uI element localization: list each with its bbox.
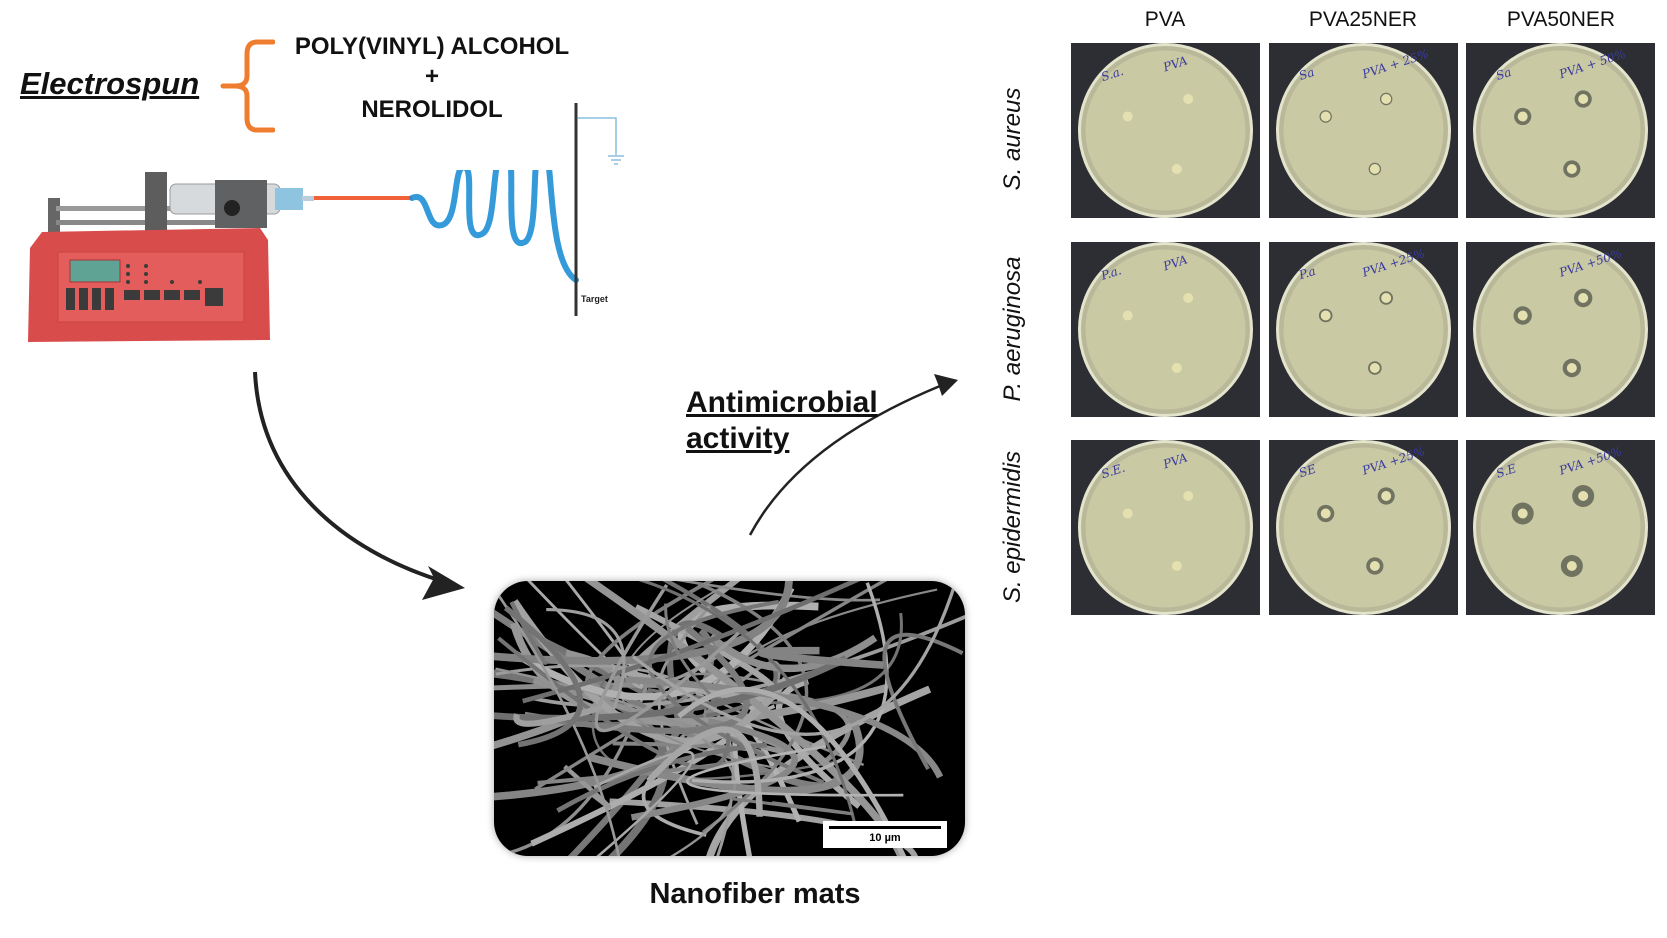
test-disk bbox=[1566, 363, 1577, 373]
antimicrobial-line2: activity bbox=[686, 422, 790, 455]
test-disk bbox=[1171, 561, 1182, 571]
test-disk bbox=[1381, 293, 1392, 303]
collector-target bbox=[574, 103, 624, 316]
fiber bbox=[630, 718, 798, 821]
fiber bbox=[524, 625, 750, 735]
test-disk bbox=[1517, 508, 1528, 519]
test-disk bbox=[1122, 111, 1133, 122]
test-disk bbox=[1566, 164, 1577, 174]
down-arrow-head bbox=[422, 566, 465, 600]
row-label-p-aeruginosa: P. aeruginosa bbox=[999, 256, 1026, 402]
test-disk bbox=[1122, 508, 1133, 519]
test-disk bbox=[1183, 491, 1194, 501]
test-disk bbox=[1183, 293, 1194, 303]
fiber bbox=[494, 688, 722, 801]
test-disk bbox=[1183, 94, 1194, 104]
fiber bbox=[664, 603, 715, 699]
fiber bbox=[686, 745, 904, 797]
test-disk bbox=[1171, 164, 1182, 174]
petri-dish-plate: S.a.PVA bbox=[1071, 43, 1260, 218]
test-disk bbox=[1320, 111, 1331, 122]
curly-brace-icon bbox=[220, 39, 275, 133]
test-disk bbox=[1171, 363, 1182, 373]
test-disk bbox=[1122, 310, 1133, 321]
test-disk bbox=[1369, 164, 1380, 174]
up-arrow-head bbox=[934, 374, 958, 396]
plus-sign: + bbox=[424, 63, 439, 90]
sem-nanofiber-image: 10 µm bbox=[494, 581, 965, 856]
column-header-pva: PVA bbox=[1144, 8, 1186, 31]
fiber bbox=[593, 750, 695, 856]
up-arrow bbox=[748, 384, 941, 536]
row-label-s-aureus: S. aureus bbox=[999, 87, 1026, 191]
test-disk bbox=[1369, 561, 1380, 571]
fiber bbox=[625, 676, 944, 779]
scale-bar-label: 10 µm bbox=[869, 832, 901, 844]
fiber-jet-spiral bbox=[409, 170, 579, 283]
scale-bar: 10 µm bbox=[823, 821, 947, 848]
fiber bbox=[594, 583, 741, 733]
arrows bbox=[253, 371, 958, 600]
fiber bbox=[638, 581, 859, 835]
nanofiber-mats-label: Nanofiber mats bbox=[649, 878, 861, 910]
petri-dish-plate: PVA +50% bbox=[1466, 242, 1655, 417]
test-disk bbox=[1320, 508, 1331, 519]
fiber bbox=[677, 686, 907, 856]
fiber bbox=[647, 612, 903, 705]
polymer-label: POLY(VINYL) ALCOHOL bbox=[294, 33, 570, 60]
antimicrobial-line1: Antimicrobial bbox=[686, 386, 878, 419]
test-disk bbox=[1578, 491, 1589, 501]
test-disk bbox=[1578, 94, 1589, 104]
petri-dish-plate: S.E.PVA bbox=[1071, 440, 1260, 615]
column-header-pva50ner: PVA50NER bbox=[1506, 8, 1616, 31]
fiber bbox=[646, 726, 763, 817]
row-label-s-epidermidis: S. epidermidis bbox=[999, 450, 1026, 604]
fiber bbox=[527, 581, 644, 689]
test-disk bbox=[1381, 94, 1392, 104]
fiber bbox=[546, 608, 626, 713]
column-header-pva25ner: PVA25NER bbox=[1308, 8, 1418, 31]
test-disk bbox=[1517, 310, 1528, 321]
fiber bbox=[731, 797, 854, 816]
syringe-pump-illustration bbox=[28, 170, 579, 342]
fiber bbox=[522, 581, 861, 704]
antimicrobial-activity-label: Antimicrobial activity bbox=[686, 385, 878, 457]
petri-dish-plate: P.a.PVA bbox=[1071, 242, 1260, 417]
test-disk bbox=[1320, 310, 1331, 321]
test-disk bbox=[1566, 561, 1577, 571]
ground-icon bbox=[608, 155, 624, 165]
down-arrow bbox=[253, 371, 446, 584]
electrospun-label: Electrospun bbox=[20, 66, 200, 101]
ground-wire bbox=[578, 117, 617, 155]
fiber bbox=[757, 646, 884, 669]
test-disk bbox=[1578, 293, 1589, 303]
target-label: Target bbox=[581, 294, 608, 304]
fiber bbox=[503, 605, 583, 748]
test-disk bbox=[1381, 491, 1392, 501]
fiber bbox=[513, 704, 602, 727]
additive-label: NEROLIDOL bbox=[361, 96, 503, 123]
test-disk bbox=[1517, 111, 1528, 122]
fiber bbox=[708, 633, 878, 672]
test-disk bbox=[1369, 363, 1380, 373]
